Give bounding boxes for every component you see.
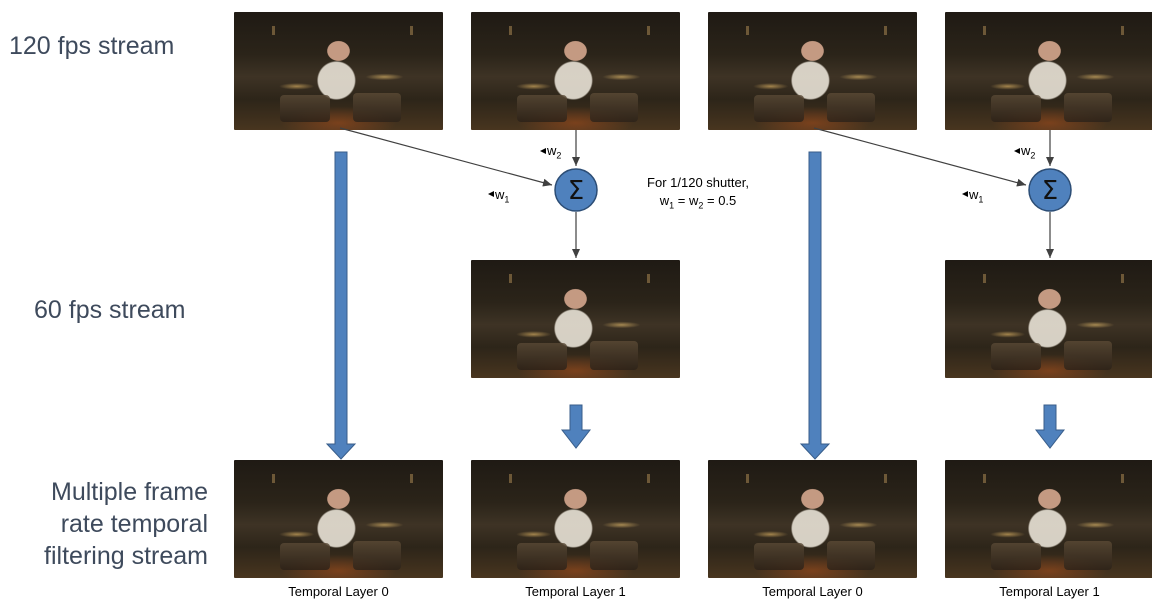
frame-filtered-3 [708, 460, 917, 578]
sum-symbol-2: Σ [1042, 176, 1058, 206]
short-arrow-2 [1034, 404, 1066, 449]
short-arrow-1 [560, 404, 592, 449]
frame-filtered-4 [945, 460, 1152, 578]
frame-filtered-2 [471, 460, 680, 578]
weight-label-w1-a: w1 [495, 187, 510, 205]
weight-line-w1-a [339, 127, 553, 187]
weight-marker-w1-a [488, 191, 494, 197]
shutter-note-line2: w1 = w2 = 0.5 [659, 193, 737, 211]
frame-120fps-4 [945, 12, 1152, 130]
row-label-60fps: 60 fps stream [34, 296, 186, 324]
frame-120fps-2 [471, 12, 680, 130]
shutter-note: For 1/120 shutter, w1 = w2 = 0.5 [628, 174, 768, 215]
row-label-multi-line1: Multiple frame [51, 478, 208, 506]
weight-line-w1-b [813, 127, 1027, 187]
sum-node-2 [1028, 168, 1072, 212]
sum-node-1 [554, 168, 598, 212]
caption-temporal-layer-0-b: Temporal Layer 0 [762, 584, 863, 599]
frame-filtered-1 [234, 460, 443, 578]
row-label-multi-line2: rate temporal [60, 510, 208, 538]
shutter-note-line1: For 1/120 shutter, [647, 175, 749, 190]
caption-temporal-layer-0-a: Temporal Layer 0 [288, 584, 389, 599]
weight-marker-w2-a [540, 148, 546, 154]
frame-60fps-2 [945, 260, 1152, 378]
passthrough-arrow-1 [325, 151, 357, 460]
frame-120fps-1 [234, 12, 443, 130]
row-label-120fps: 120 fps stream [9, 32, 175, 60]
weight-marker-w2-b [1014, 148, 1020, 154]
weight-label-w1-b: w1 [969, 187, 984, 205]
weight-label-w2-a: w2 [547, 143, 562, 161]
sum-symbol-1: Σ [568, 176, 584, 206]
row-label-multi-line3: filtering stream [44, 542, 208, 570]
weight-marker-w1-b [962, 191, 968, 197]
frame-120fps-3 [708, 12, 917, 130]
weight-label-w2-b: w2 [1021, 143, 1036, 161]
caption-temporal-layer-1-a: Temporal Layer 1 [525, 584, 626, 599]
frame-60fps-1 [471, 260, 680, 378]
caption-temporal-layer-1-b: Temporal Layer 1 [999, 584, 1100, 599]
row-label-multi: Multiple frame rate temporal filtering s… [0, 476, 208, 572]
passthrough-arrow-2 [799, 151, 831, 460]
